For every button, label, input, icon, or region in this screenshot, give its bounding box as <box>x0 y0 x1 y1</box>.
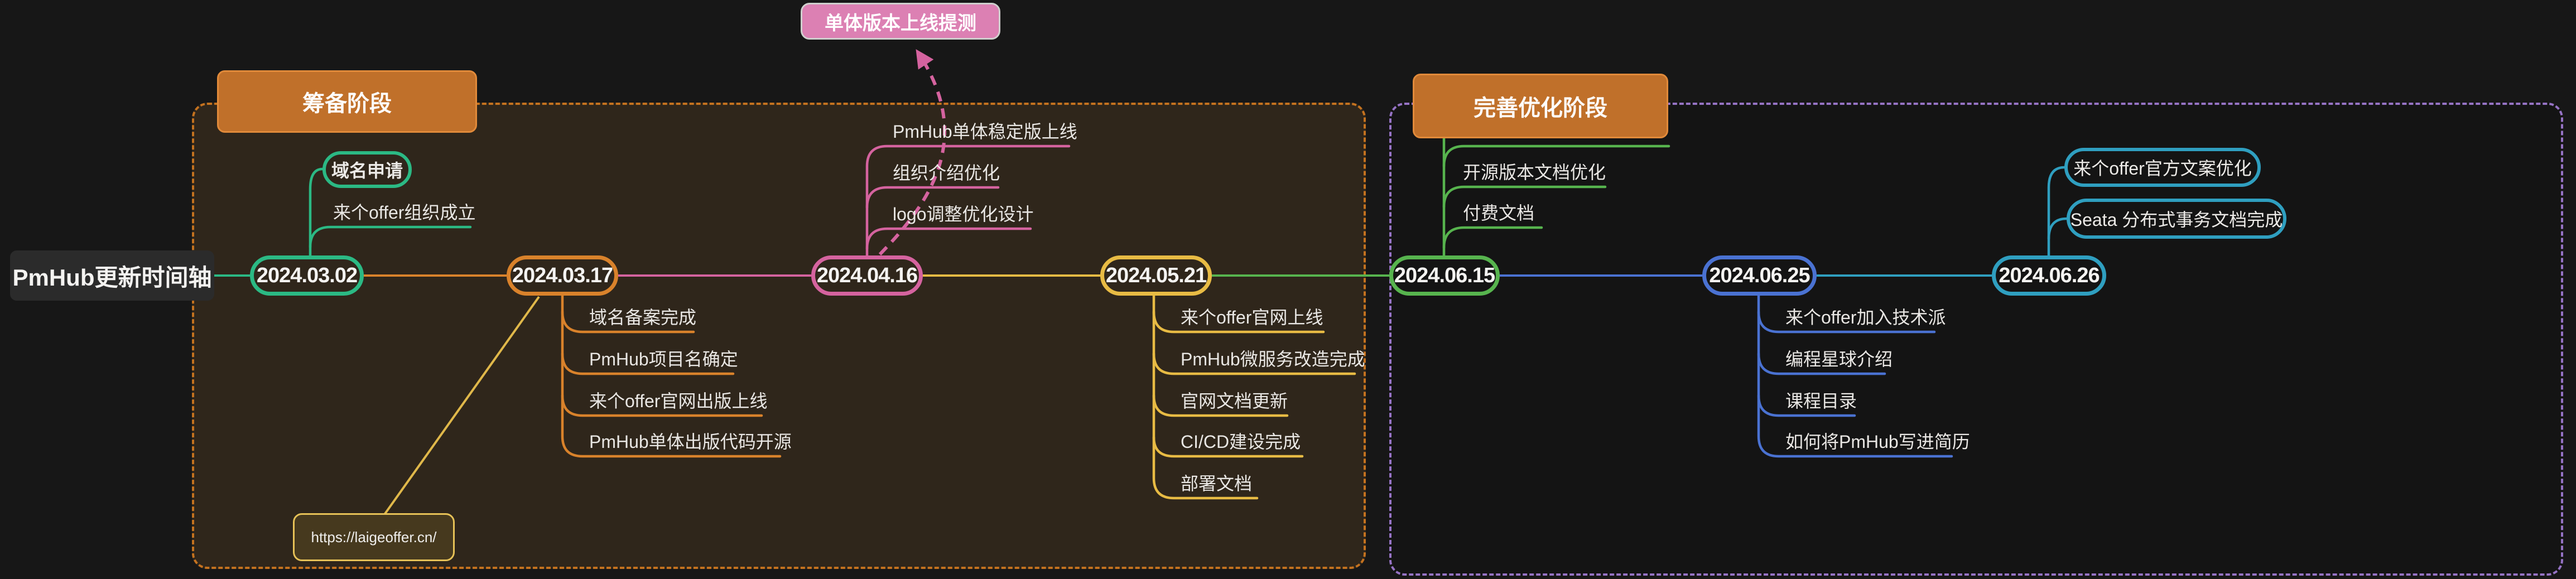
topic-microservice-refactor-done[interactable]: PmHub微服务改造完成 <box>1181 349 1365 369</box>
timeline-node-2024-03-02[interactable]: 2024.03.02 <box>250 255 364 296</box>
date-label: 2024.06.26 <box>1999 263 2100 287</box>
root-topic[interactable]: PmHub更新时间轴 <box>10 250 214 301</box>
topic-label: 域名申请 <box>331 161 403 181</box>
stage-label-optimization-text: 完善优化阶段 <box>1474 96 1607 120</box>
branches-2024-03-02 <box>309 167 472 257</box>
topic-domain-filing-done[interactable]: 域名备案完成 <box>589 307 697 327</box>
section-optimization-phase <box>1389 103 2563 576</box>
floating-topic[interactable]: 单体版本上线提测 <box>801 3 1000 40</box>
date-label: 2024.04.16 <box>816 263 918 287</box>
topic-resume-howto[interactable]: 如何将PmHub写进简历 <box>1785 432 1970 452</box>
date-label: 2024.06.25 <box>1709 263 1810 287</box>
branches-2024-06-26 <box>2047 166 2068 257</box>
branches-2024-03-17 <box>561 294 782 458</box>
topic-label: 来个offer官方文案优化 <box>2073 158 2252 178</box>
floating-topic-label: 单体版本上线提测 <box>825 12 976 34</box>
topic-opensource-docs-optimized[interactable]: 开源版本文档优化 <box>1463 162 1606 182</box>
link-note-line <box>384 296 540 515</box>
section-preparation-phase <box>192 103 1366 569</box>
topic-label: Seata 分布式事务文档完成 <box>2070 210 2283 230</box>
link-note-label: https://laigeoffer.cn/ <box>311 528 437 546</box>
timeline-node-2024-03-17[interactable]: 2024.03.17 <box>507 255 618 296</box>
stage-label-optimization[interactable]: 完善优化阶段 <box>1413 74 1668 138</box>
topic-planet-intro[interactable]: 编程星球介绍 <box>1785 349 1893 369</box>
topic-official-site-published[interactable]: 来个offer官网出版上线 <box>589 391 768 411</box>
date-label: 2024.05.21 <box>1105 263 1207 287</box>
timeline-node-2024-06-15[interactable]: 2024.06.15 <box>1389 255 1500 296</box>
topic-org-intro-optimized[interactable]: 组织介绍优化 <box>893 163 1000 183</box>
topic-seata-docs-done[interactable]: Seata 分布式事务文档完成 <box>2067 199 2286 239</box>
topic-official-site-online[interactable]: 来个offer官网上线 <box>1181 307 1323 327</box>
date-label: 2024.06.15 <box>1394 263 1495 287</box>
topic-deploy-docs[interactable]: 部署文档 <box>1181 474 1253 494</box>
stage-label-preparation[interactable]: 筹备阶段 <box>217 70 477 133</box>
topic-monolith-open-sourced[interactable]: PmHub单体出版代码开源 <box>589 432 792 452</box>
branches-2024-06-25 <box>1757 294 1953 458</box>
stage-label-preparation-text: 筹备阶段 <box>302 91 392 116</box>
timeline-node-2024-05-21[interactable]: 2024.05.21 <box>1100 255 1212 296</box>
topic-stable-monolith-online[interactable]: PmHub单体稳定版上线 <box>893 122 1077 142</box>
branches-2024-05-21 <box>1152 294 1356 500</box>
topic-cicd-done[interactable]: CI/CD建设完成 <box>1181 432 1301 452</box>
date-label: 2024.03.02 <box>256 263 358 287</box>
branches-2024-06-15 <box>1442 137 1670 257</box>
topic-official-copy-optimized[interactable]: 来个offer官方文案优化 <box>2064 148 2261 187</box>
topic-join-jishupai[interactable]: 来个offer加入技术派 <box>1785 307 1946 327</box>
topic-paid-docs[interactable]: 付费文档 <box>1463 203 1535 223</box>
link-note[interactable]: https://laigeoffer.cn/ <box>293 513 455 561</box>
timeline-node-2024-06-25[interactable]: 2024.06.25 <box>1702 255 1817 296</box>
date-label: 2024.03.17 <box>512 263 613 287</box>
root-topic-label: PmHub更新时间轴 <box>12 264 212 291</box>
topic-site-docs-updated[interactable]: 官网文档更新 <box>1181 391 1288 411</box>
topic-project-name-fixed[interactable]: PmHub项目名确定 <box>589 349 738 369</box>
topic-org-founded[interactable]: 来个offer组织成立 <box>333 202 476 223</box>
topic-domain-application[interactable]: 域名申请 <box>322 151 412 188</box>
topic-course-catalog[interactable]: 课程目录 <box>1785 391 1857 411</box>
topic-logo-redesign[interactable]: logo调整优化设计 <box>893 204 1034 224</box>
relationship-arrow <box>878 49 946 256</box>
timeline-node-2024-04-16[interactable]: 2024.04.16 <box>811 255 923 296</box>
timeline-node-2024-06-26[interactable]: 2024.06.26 <box>1992 255 2106 296</box>
branches-2024-04-16 <box>865 144 1071 257</box>
